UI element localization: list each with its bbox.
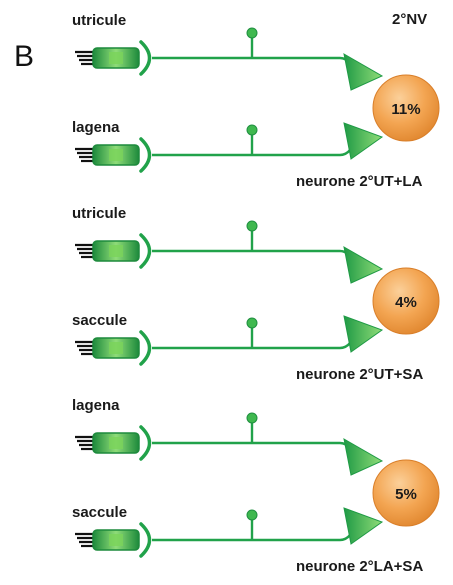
header-label: 2°NV <box>392 11 427 28</box>
neuron-label: neurone 2°LA+SA <box>296 558 423 575</box>
bottom-afferent-fiber <box>152 315 384 353</box>
bottom-receptor-organ <box>75 522 152 558</box>
top-receptor-organ <box>75 233 152 269</box>
bottom-afferent-fiber <box>152 122 384 160</box>
bottom-input-label: saccule <box>72 312 127 329</box>
top-input-label: lagena <box>72 397 120 414</box>
top-afferent-fiber <box>152 412 384 476</box>
top-input-label: utricule <box>72 205 126 222</box>
top-afferent-fiber <box>152 27 384 91</box>
neuron-label: neurone 2°UT+SA <box>296 366 423 383</box>
top-receptor-organ <box>75 425 152 461</box>
group-2: utricule saccule 4% neurone 2°UT+SA <box>72 205 440 383</box>
bottom-input-label: lagena <box>72 119 120 136</box>
secondary-neuron <box>372 267 440 335</box>
convergence-percent: 11% <box>391 101 420 118</box>
bottom-afferent-fiber <box>152 507 384 545</box>
bottom-receptor-organ <box>75 330 152 366</box>
bottom-input-label: saccule <box>72 504 127 521</box>
top-receptor-organ <box>75 40 152 76</box>
panel-letter: B <box>14 40 34 73</box>
convergence-percent: 5% <box>395 486 417 503</box>
bottom-receptor-organ <box>75 137 152 173</box>
group-3: lagena saccule 5% neurone 2°LA+SA <box>72 397 440 575</box>
convergence-percent: 4% <box>395 294 417 311</box>
top-afferent-fiber <box>152 220 384 284</box>
secondary-neuron <box>372 459 440 527</box>
neuron-label: neurone 2°UT+LA <box>296 173 423 190</box>
group-1: utricule lagena 11% neurone 2°UT+LA <box>72 12 440 190</box>
top-input-label: utricule <box>72 12 126 29</box>
secondary-neuron <box>372 74 440 142</box>
